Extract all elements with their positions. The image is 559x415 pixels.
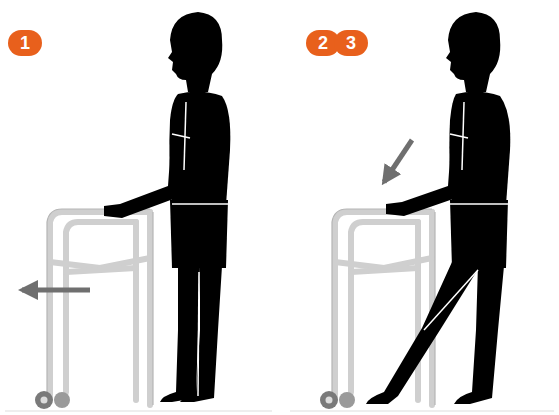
walker-wheel (35, 391, 53, 409)
walker-outline (332, 209, 435, 405)
callout-number: 1 (8, 30, 42, 56)
walker-wheel (339, 392, 355, 408)
lean-arrow (384, 140, 412, 182)
ground-line (5, 411, 272, 412)
walker-wheel (54, 392, 70, 408)
person-silhouette (104, 12, 230, 402)
person-silhouette (366, 12, 510, 404)
push-arrow (22, 288, 90, 293)
walker-wheel (320, 391, 338, 409)
walker-outline (47, 209, 153, 405)
shirt-outline (424, 102, 508, 330)
walker-frame (50, 212, 150, 405)
ground-line (290, 411, 554, 412)
callout-number: 3 (334, 30, 368, 56)
walker-frame (335, 212, 432, 405)
shirt-outline (172, 102, 228, 396)
